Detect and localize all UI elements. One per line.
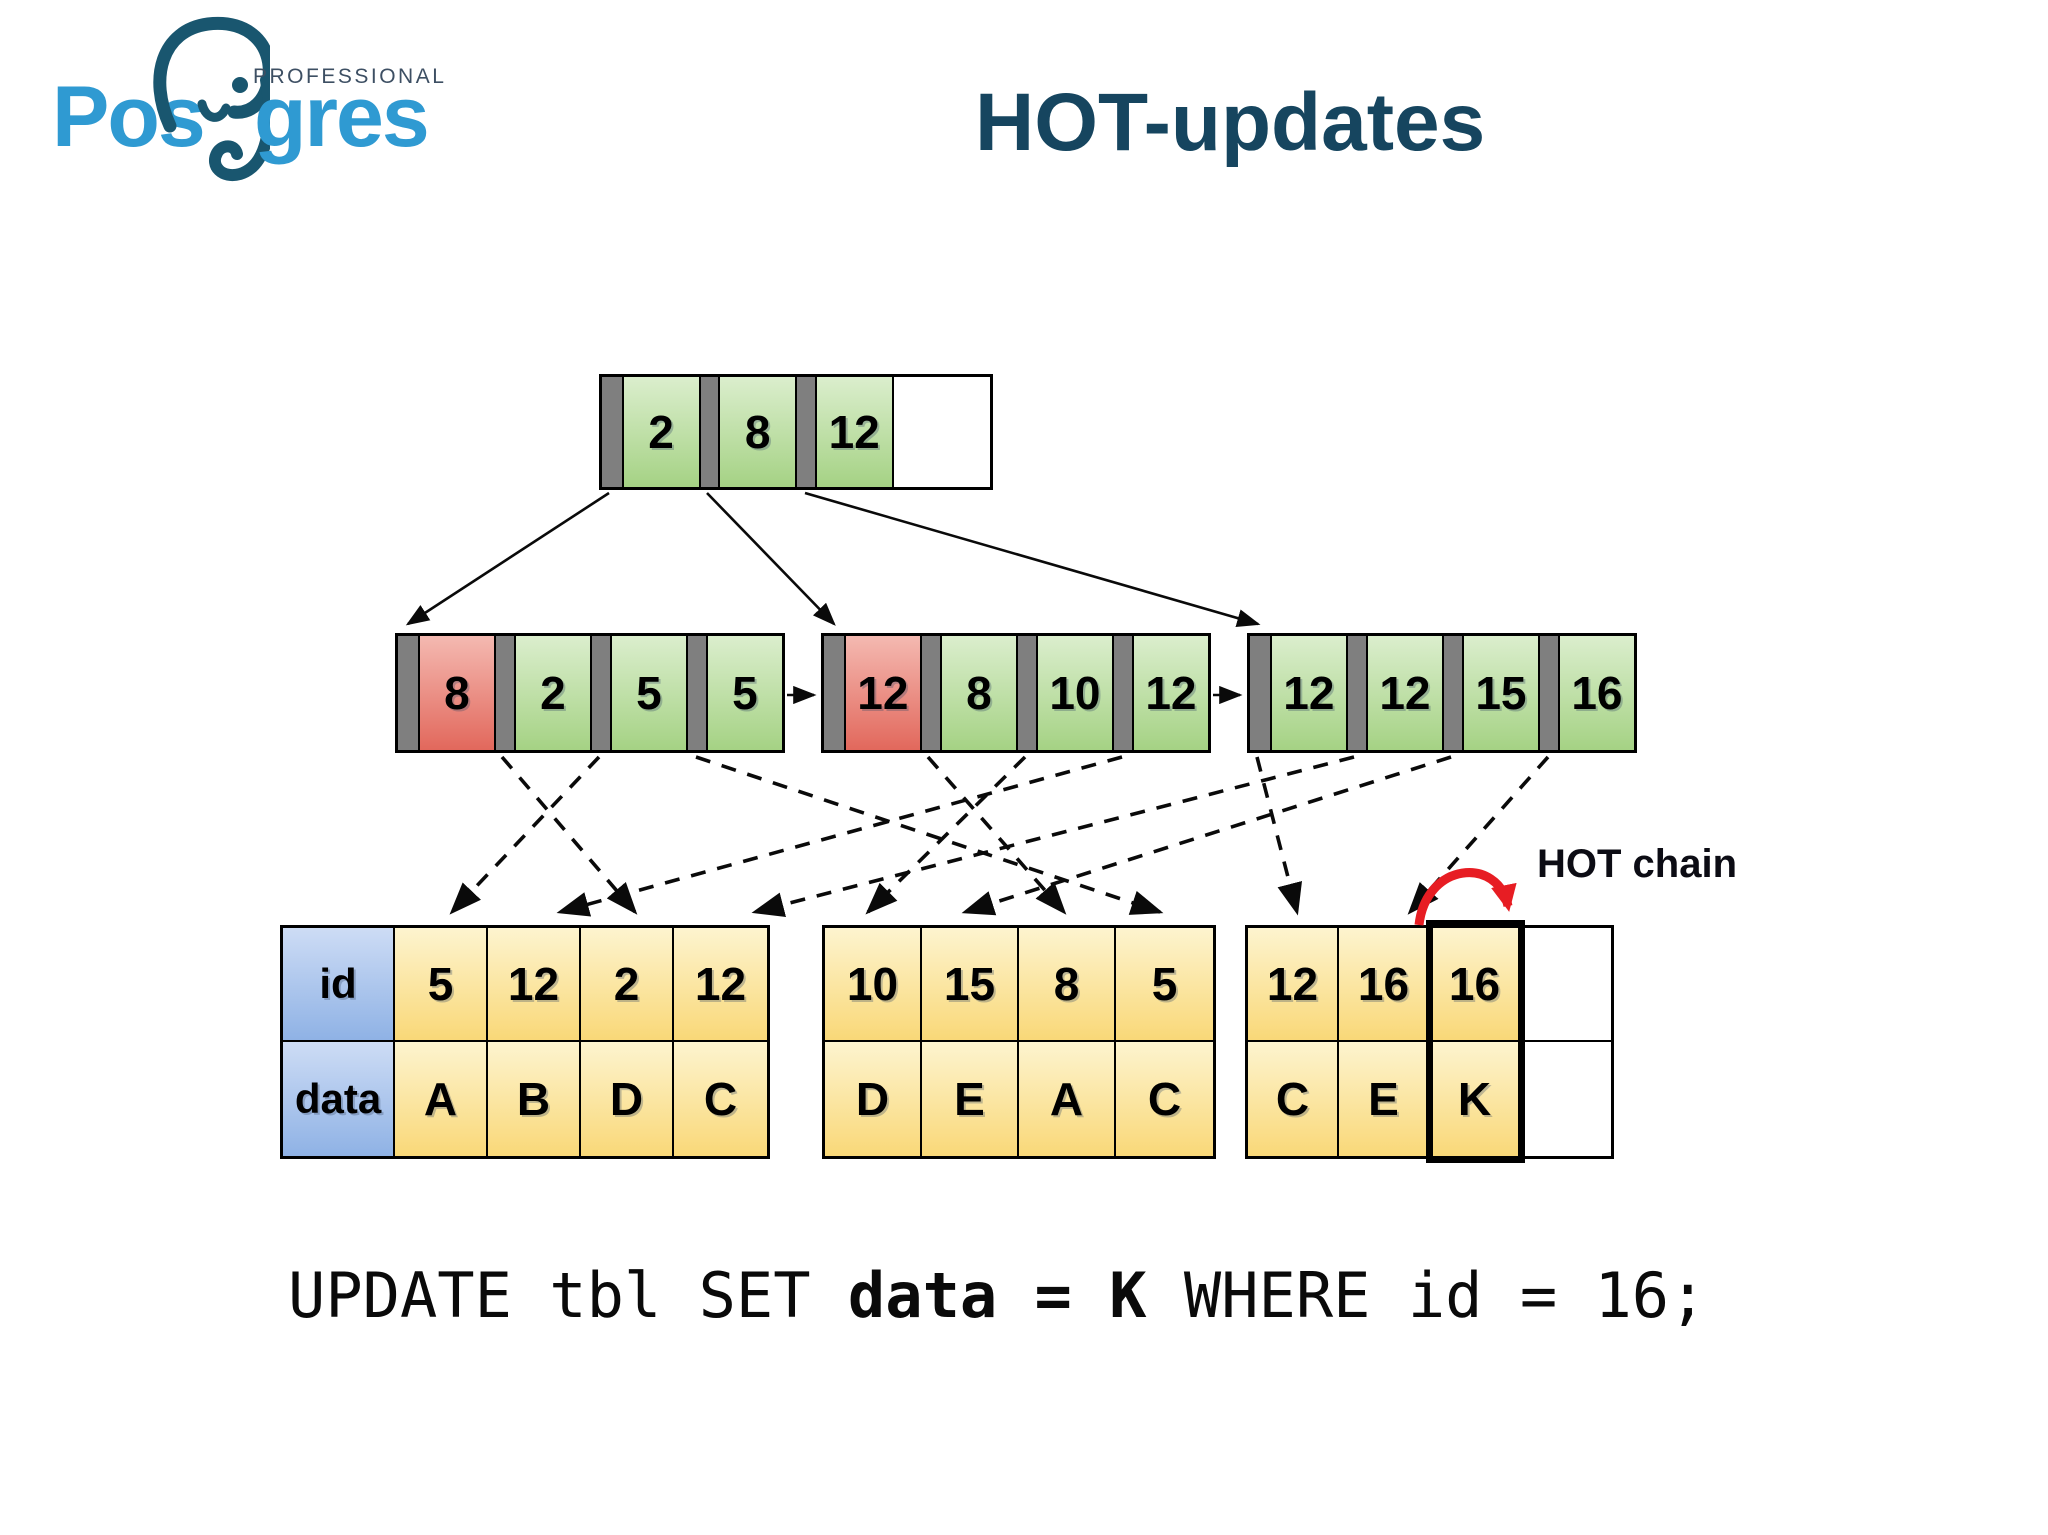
key-cell: 12 [1269, 636, 1346, 750]
key-cell: 5 [705, 636, 783, 750]
sql-text-pre: UPDATE tbl SET [288, 1259, 848, 1332]
key-cell: 15 [1461, 636, 1539, 750]
heap-cell: 12 [674, 928, 767, 1042]
empty-heap-cell [1521, 1042, 1611, 1156]
btree-leaf-node-middle: 12 8 10 12 [821, 633, 1211, 753]
key-cell: 12 [814, 377, 892, 487]
index-pointer-arrow [751, 755, 1355, 917]
pointer-cell [1016, 636, 1036, 750]
index-pointer-arrow [695, 755, 1164, 915]
pointer-cell [795, 377, 815, 487]
empty-heap-cell [1521, 928, 1611, 1042]
index-pointer-arrow [556, 755, 1123, 917]
key-cell: 8 [939, 636, 1016, 750]
heap-cell: 15 [922, 928, 1019, 1042]
pointer-cell [919, 636, 940, 750]
root-arrow-middle [706, 492, 836, 626]
heap-cell: E [1339, 1042, 1430, 1156]
index-pointer-arrow [500, 755, 638, 915]
index-pointer-arrow [449, 755, 601, 915]
heap-cell: B [488, 1042, 581, 1156]
index-pointer-arrow [961, 755, 1452, 916]
heap-page-3: 12 16 16 C E K [1245, 925, 1614, 1159]
pointer-cell [1345, 636, 1366, 750]
logo-text-gres: gres [254, 69, 430, 165]
btree-leaf-node-right: 12 12 15 16 [1247, 633, 1637, 753]
pointer-cell [1250, 636, 1270, 750]
root-arrow-right [804, 491, 1261, 627]
pointer-cell [1442, 636, 1462, 750]
heap-cell-new-version: K [1430, 1042, 1521, 1156]
heap-cell: E [922, 1042, 1019, 1156]
row-header-data: data [283, 1042, 395, 1156]
btree-leaf-node-left: 8 2 5 5 [395, 633, 785, 753]
root-arrow-left [405, 491, 610, 626]
pointer-cell [398, 636, 418, 750]
heap-cell-new-version: 16 [1430, 928, 1521, 1042]
index-to-heap-arrows [449, 755, 1550, 917]
heap-cell: D [825, 1042, 922, 1156]
heap-page-1: id 5 12 2 12 data A B D C [280, 925, 770, 1159]
pointer-cell [590, 636, 610, 750]
logo-text-professional: PROFESSIONAL [253, 65, 447, 88]
heap-cell: 2 [581, 928, 674, 1042]
postgres-elephant-icon [153, 16, 270, 182]
heap-cell: 5 [395, 928, 488, 1042]
key-cell: 8 [718, 377, 796, 487]
btree-root-node: 2 8 12 [599, 374, 993, 490]
root-to-leaf-arrows [405, 491, 1261, 627]
sql-text-post: WHERE id = 16; [1146, 1259, 1707, 1332]
heap-cell: 12 [1248, 928, 1339, 1042]
heap-cell: 5 [1116, 928, 1213, 1042]
sql-text-bold: data = K [847, 1259, 1147, 1332]
logo-text-pos: Pos [52, 69, 206, 165]
heap-cell: A [1019, 1042, 1116, 1156]
index-pointer-arrow [865, 755, 1027, 915]
key-cell: 12 [1131, 636, 1209, 750]
heap-cell: C [674, 1042, 767, 1156]
key-cell: 2 [513, 636, 590, 750]
index-pointer-arrow [926, 755, 1067, 915]
heap-cell: 16 [1339, 928, 1430, 1042]
pointer-cell [602, 377, 622, 487]
key-cell: 2 [621, 377, 699, 487]
pointer-cell [493, 636, 514, 750]
pointer-cell [698, 377, 719, 487]
page-title: HOT-updates [975, 77, 1486, 168]
key-cell: 12 [1365, 636, 1442, 750]
heap-cell: D [581, 1042, 674, 1156]
heap-cell: 12 [488, 928, 581, 1042]
pointer-cell [824, 636, 844, 750]
heap-cell: A [395, 1042, 488, 1156]
high-key-cell: 12 [843, 636, 920, 750]
key-cell: 10 [1035, 636, 1113, 750]
heap-cell: C [1116, 1042, 1213, 1156]
key-cell: 16 [1557, 636, 1635, 750]
heap-cell: 8 [1019, 928, 1116, 1042]
pointer-cell [1538, 636, 1558, 750]
empty-cell [891, 377, 991, 487]
heap-page-2: 10 15 8 5 D E A C [822, 925, 1216, 1159]
row-header-id: id [283, 928, 395, 1042]
key-cell: 5 [609, 636, 687, 750]
index-pointer-arrow [1407, 755, 1550, 915]
heap-cell: C [1248, 1042, 1339, 1156]
heap-cell: 10 [825, 928, 922, 1042]
pointer-cell [686, 636, 706, 750]
hot-chain-label: HOT chain [1537, 842, 1738, 886]
high-key-cell: 8 [417, 636, 494, 750]
pointer-cell [1112, 636, 1132, 750]
hot-chain-arrow [1414, 868, 1517, 926]
sql-statement: UPDATE tbl SET data = K WHERE id = 16; [288, 1264, 1706, 1328]
index-pointer-arrow [1255, 756, 1303, 916]
